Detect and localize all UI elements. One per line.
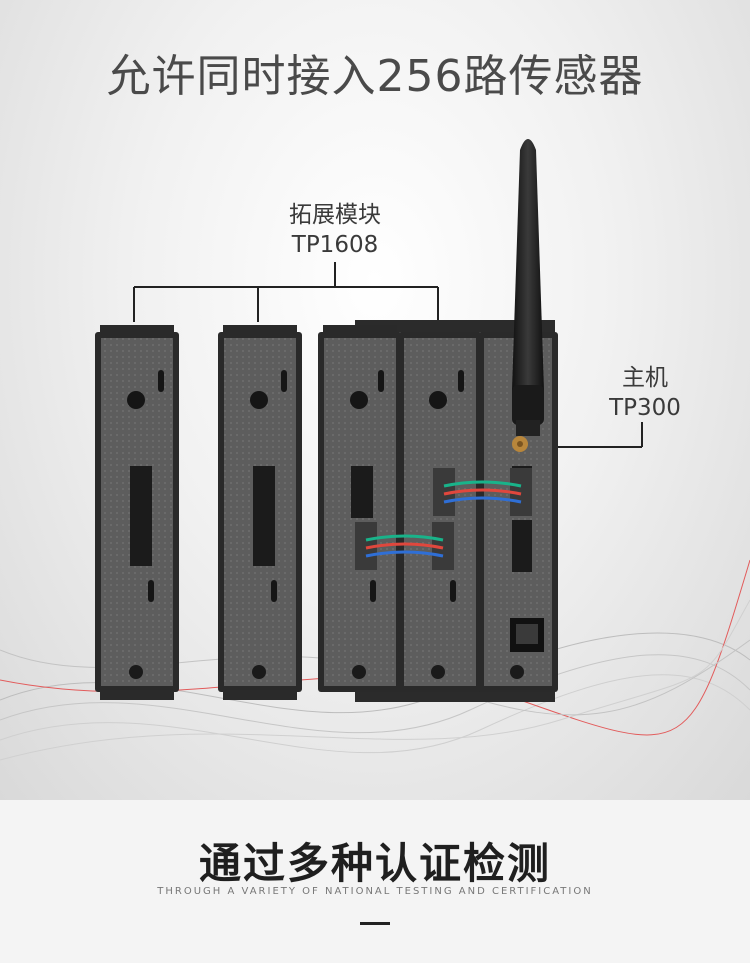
terminal-block-icon: [130, 466, 152, 566]
host-name: 主机: [622, 365, 668, 391]
din-rail-top: [355, 320, 555, 332]
screw-icon: [352, 665, 366, 679]
screw-icon: [431, 665, 445, 679]
extension-module-name: 拓展模块: [289, 202, 381, 228]
certification-title: 通过多种认证检测: [198, 839, 551, 888]
screw-icon: [510, 665, 524, 679]
extension-module-3: [318, 325, 402, 692]
host-label: 主机 TP300: [590, 363, 700, 423]
terminal-block-icon: [253, 466, 275, 566]
extension-module-1: [95, 325, 179, 700]
product-section: 允许同时接入256路传感器: [0, 0, 750, 800]
wire-bridge-right: [433, 468, 532, 516]
extension-bracket: [133, 262, 439, 322]
extension-module-2: [218, 325, 302, 700]
certification-section: 通过多种认证检测 THROUGH A VARIETY OF NATIONAL T…: [0, 800, 750, 963]
extension-module-model: TP1608: [291, 232, 379, 258]
section-divider: [360, 922, 390, 925]
certification-subtitle: THROUGH A VARIETY OF NATIONAL TESTING AN…: [157, 886, 593, 897]
antenna-icon: [512, 139, 544, 436]
din-rail-bottom: [355, 690, 555, 702]
screw-icon: [129, 665, 143, 679]
wire-bridge-left: [355, 522, 454, 570]
host-model: TP300: [609, 395, 681, 421]
product-illustration: [0, 139, 750, 761]
terminal-block-icon: [512, 520, 532, 572]
headline: 允许同时接入256路传感器: [106, 51, 644, 102]
extension-module-label: 拓展模块 TP1608: [255, 200, 415, 260]
screw-icon: [252, 665, 266, 679]
terminal-block-icon: [351, 466, 373, 518]
